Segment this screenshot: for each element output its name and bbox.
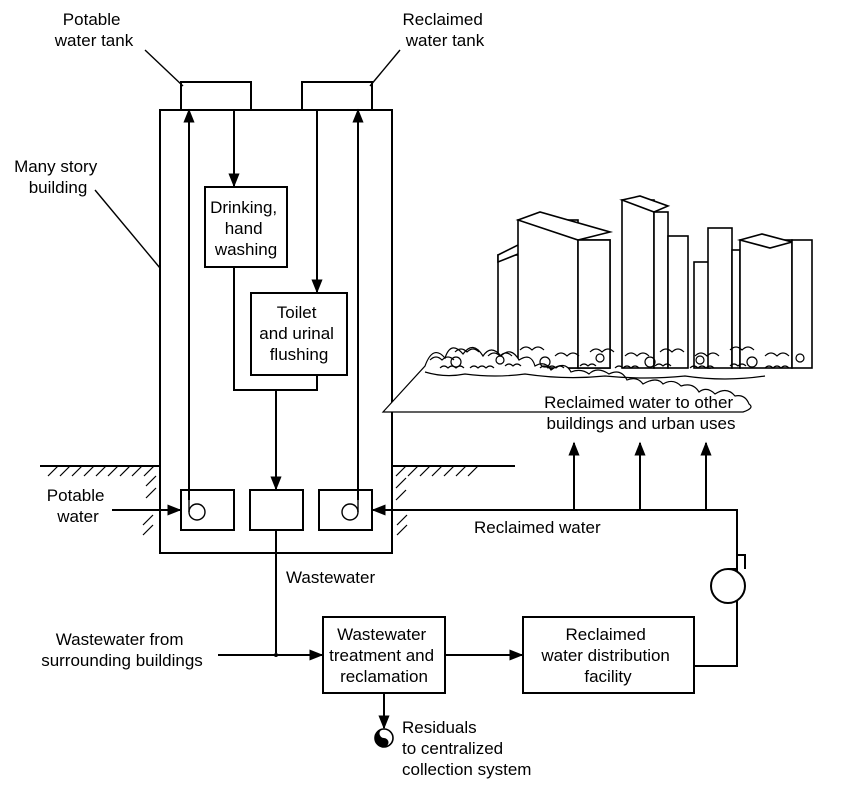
residuals-label: Residuals to centralized collection syst…: [402, 718, 531, 779]
reclaimed-pump-icon: [341, 500, 359, 521]
other-uses-label: Reclaimed water to other buildings and u…: [544, 393, 738, 433]
reclaimed-pump-tank: [318, 489, 373, 531]
surrounding-label: Wastewater from surrounding buildings: [41, 630, 203, 670]
city-skyline: [381, 195, 813, 413]
reclaimed-water-label: Reclaimed water: [474, 518, 601, 537]
residuals-icon: [374, 728, 394, 748]
wastewater-label: Wastewater: [286, 568, 375, 587]
drinking-label: Drinking, hand washing: [210, 198, 282, 259]
ground: [40, 465, 515, 536]
drinking-box: [204, 186, 288, 268]
distribution-label: Reclaimed water distribution facility: [540, 625, 674, 686]
potable-pump-icon: [188, 500, 206, 521]
reclaimed-tank-label: Reclaimed water tank: [402, 10, 487, 50]
potable-water-label: Potable water: [47, 486, 109, 526]
potable-water-tank: [180, 81, 252, 111]
reclaimed-water-tank: [301, 81, 373, 111]
wastewater-sump: [249, 489, 304, 531]
toilet-label: Toilet and urinal flushing: [259, 303, 338, 364]
toilet-box: [250, 292, 348, 376]
distribution-box: [522, 616, 695, 694]
treatment-label: Wastewater treatment and reclamation: [329, 625, 439, 686]
distribution-pump-icon: [710, 554, 746, 604]
building-label: Many story building: [14, 157, 102, 197]
potable-tank-label: Potable water tank: [54, 10, 134, 50]
